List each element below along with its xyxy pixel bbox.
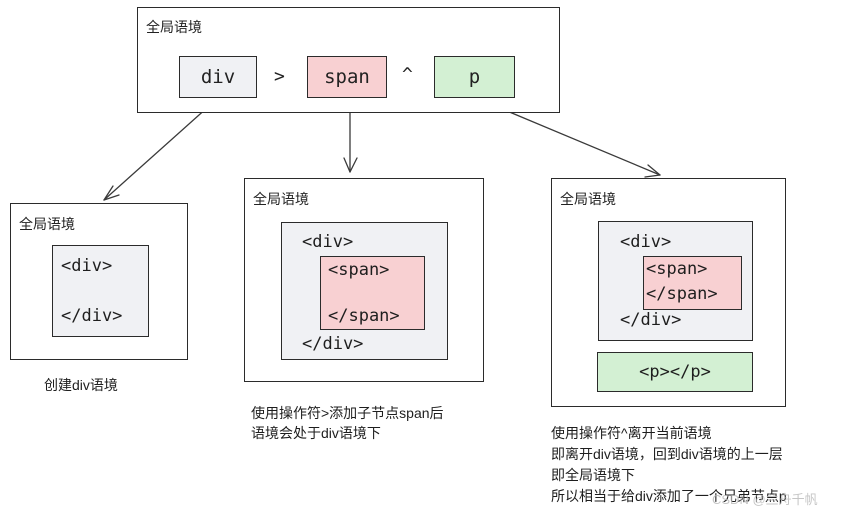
panel3-caption-line4: 所以相当于给div添加了一个兄弟节点p	[551, 488, 787, 504]
panel2-div-close: </div>	[302, 334, 364, 354]
panel3-caption-line3: 即全局语境下	[551, 467, 635, 483]
panel2-span-box: <span> </span>	[320, 256, 425, 330]
panel1-div-box: <div> </div>	[52, 245, 149, 337]
panel1-div-close: </div>	[61, 306, 123, 326]
panel3-span-close: </span>	[646, 284, 718, 304]
arrow-div-to-panel1	[103, 97, 219, 201]
arrowhead-panel2	[343, 157, 358, 173]
panel1-caption: 创建div语境	[44, 377, 118, 393]
panel2-div-open: <div>	[302, 232, 354, 252]
panel3-caption-line2: 即离开div语境，回到div语境的上一层	[551, 446, 783, 462]
arrowhead-panel1	[103, 185, 120, 201]
panel3-caption-line1: 使用操作符^离开当前语境	[551, 425, 712, 441]
child-operator: >	[274, 66, 285, 87]
panel2-caption-line2: 语境会处于div语境下	[251, 425, 381, 441]
panel1-div-open: <div>	[61, 256, 113, 276]
panel2-span-open: <span>	[328, 260, 390, 280]
panel3-span-box: <span> </span>	[643, 256, 742, 310]
climb-operator: ^	[402, 64, 413, 85]
p-chip: p	[434, 56, 515, 98]
panel3-div-open: <div>	[620, 232, 672, 252]
panel3-p-tag: <p></p>	[639, 362, 711, 382]
top-context-label: 全局语境	[146, 19, 202, 35]
panel3-div-close: </div>	[620, 310, 682, 330]
watermark: CSDN @兰舟千帆	[712, 492, 818, 507]
span-chip: span	[307, 56, 387, 98]
panel3-context-label: 全局语境	[560, 191, 616, 207]
panel3-span-open: <span>	[646, 259, 708, 279]
panel2-span-close: </span>	[328, 306, 400, 326]
panel2-context-label: 全局语境	[253, 191, 309, 207]
panel1-context-label: 全局语境	[19, 216, 75, 232]
div-chip: div	[179, 56, 257, 98]
panel3-p-box: <p></p>	[597, 352, 753, 392]
panel2-caption-line1: 使用操作符>添加子节点span后	[251, 405, 444, 421]
arrowhead-panel3	[644, 164, 661, 178]
